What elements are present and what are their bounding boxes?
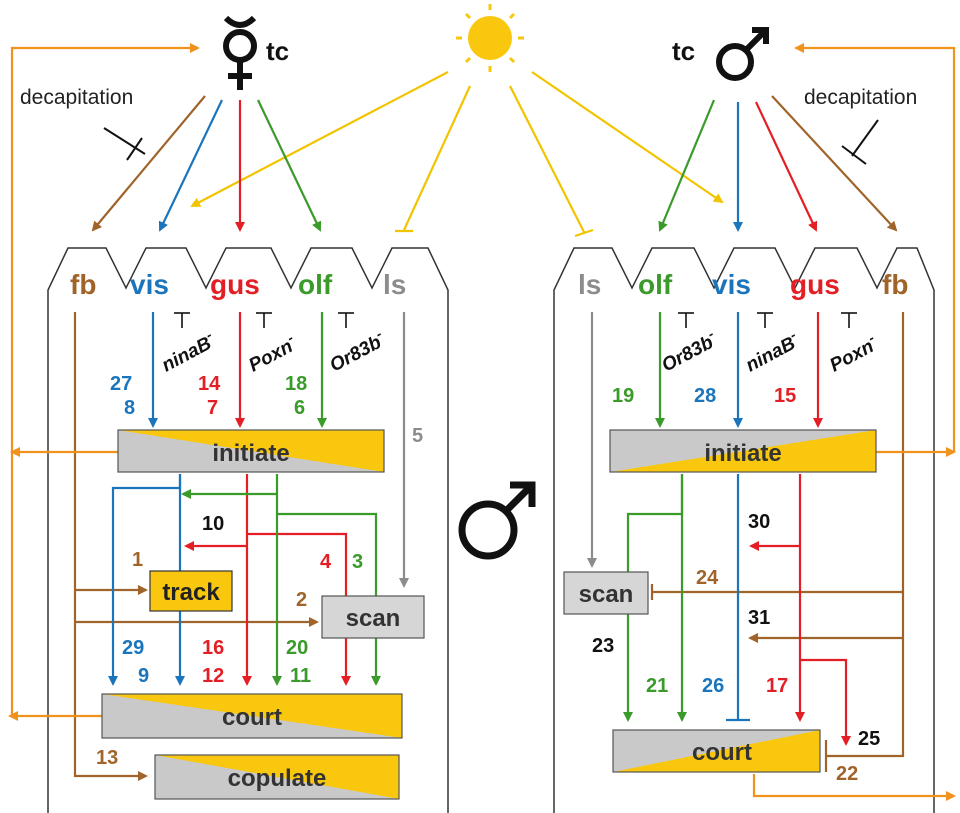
left-num-1: 1 (132, 549, 143, 571)
right-input-olf: olf (638, 269, 673, 300)
right-num-23: 23 (592, 635, 614, 657)
right-num-24: 24 (696, 567, 719, 589)
right-num-17: 17 (766, 675, 788, 697)
left-track-label: track (162, 579, 220, 606)
left-scan-label: scan (346, 605, 401, 632)
left-num-16: 16 (202, 637, 224, 659)
right-input-fb: fb (882, 269, 908, 300)
right-scan-label: scan (579, 581, 634, 608)
right-num-30: 30 (748, 511, 770, 533)
left-num-4: 4 (320, 551, 332, 573)
left-input-vis: vis (130, 269, 169, 300)
right-initiate-label: initiate (704, 440, 781, 467)
right-num-25: 25 (858, 728, 880, 750)
right-num-21: 21 (646, 675, 668, 697)
right-initiate-box (609, 429, 877, 473)
left-input-gus: gus (210, 269, 260, 300)
left-num-10: 10 (202, 513, 224, 535)
right-num-15: 15 (774, 385, 796, 407)
right-num-31: 31 (748, 607, 770, 629)
left-num-6: 6 (294, 397, 305, 419)
left-mutant-Poxn: Poxn- (243, 329, 301, 376)
left-num-14: 14 (198, 373, 221, 395)
left-initiate-label: initiate (212, 440, 289, 467)
left-num-5: 5 (412, 425, 423, 447)
left-num-18: 18 (285, 373, 307, 395)
right-mutant-ninaB: ninaB- (740, 326, 803, 376)
left-input-olf: olf (298, 269, 333, 300)
right-mutant-Poxn: Poxn- (824, 329, 882, 376)
left-num-27: 27 (110, 373, 132, 395)
right-panel: tc decapitation ls olf vis gus fb Or83b-… (553, 27, 956, 813)
left-initiate-box (117, 429, 385, 473)
right-num-22: 22 (836, 763, 858, 785)
left-num-3: 3 (352, 551, 363, 573)
left-num-8: 8 (124, 397, 135, 419)
right-decapitation-label: decapitation (804, 86, 917, 109)
sun-icon (456, 4, 524, 72)
left-mutant-ninaB: ninaB- (156, 326, 219, 376)
left-scan-box (321, 595, 425, 639)
left-decapitation-label: decapitation (20, 86, 133, 109)
male-symbol-icon (716, 27, 769, 81)
left-panel: tc decapitation fb vis gus olf ls ninaB-… (8, 15, 449, 813)
left-track-box (149, 570, 233, 612)
right-input-ls: ls (578, 269, 601, 300)
left-num-20: 20 (286, 637, 308, 659)
right-num-19: 19 (612, 385, 634, 407)
left-num-2: 2 (296, 589, 307, 611)
center-male-symbol-icon (458, 481, 536, 560)
right-mutant-Or83b: Or83b- (656, 325, 721, 376)
left-num-12: 12 (202, 665, 224, 687)
right-input-vis: vis (712, 269, 751, 300)
left-input-fb: fb (70, 269, 96, 300)
right-court-box (612, 729, 821, 773)
left-input-ls: ls (383, 269, 406, 300)
left-mutant-Or83b: Or83b- (324, 325, 389, 376)
right-num-26: 26 (702, 675, 724, 697)
right-input-gus: gus (790, 269, 840, 300)
left-copulate-box (154, 754, 400, 800)
left-copulate-label: copulate (228, 765, 327, 792)
left-tc-label: tc (266, 36, 289, 66)
left-court-box (101, 693, 403, 739)
right-tc-label: tc (672, 36, 695, 66)
right-court-label: court (692, 739, 752, 766)
orange-feedback-loops (10, 43, 956, 716)
left-num-9: 9 (138, 665, 149, 687)
right-scan-box (563, 571, 649, 615)
left-num-29: 29 (122, 637, 144, 659)
left-court-label: court (222, 704, 282, 731)
left-num-13: 13 (96, 747, 118, 769)
right-num-28: 28 (694, 385, 716, 407)
sun-rays (190, 71, 724, 238)
left-num-7: 7 (207, 397, 218, 419)
left-num-11: 11 (290, 665, 311, 687)
female-symbol-icon (223, 15, 257, 90)
